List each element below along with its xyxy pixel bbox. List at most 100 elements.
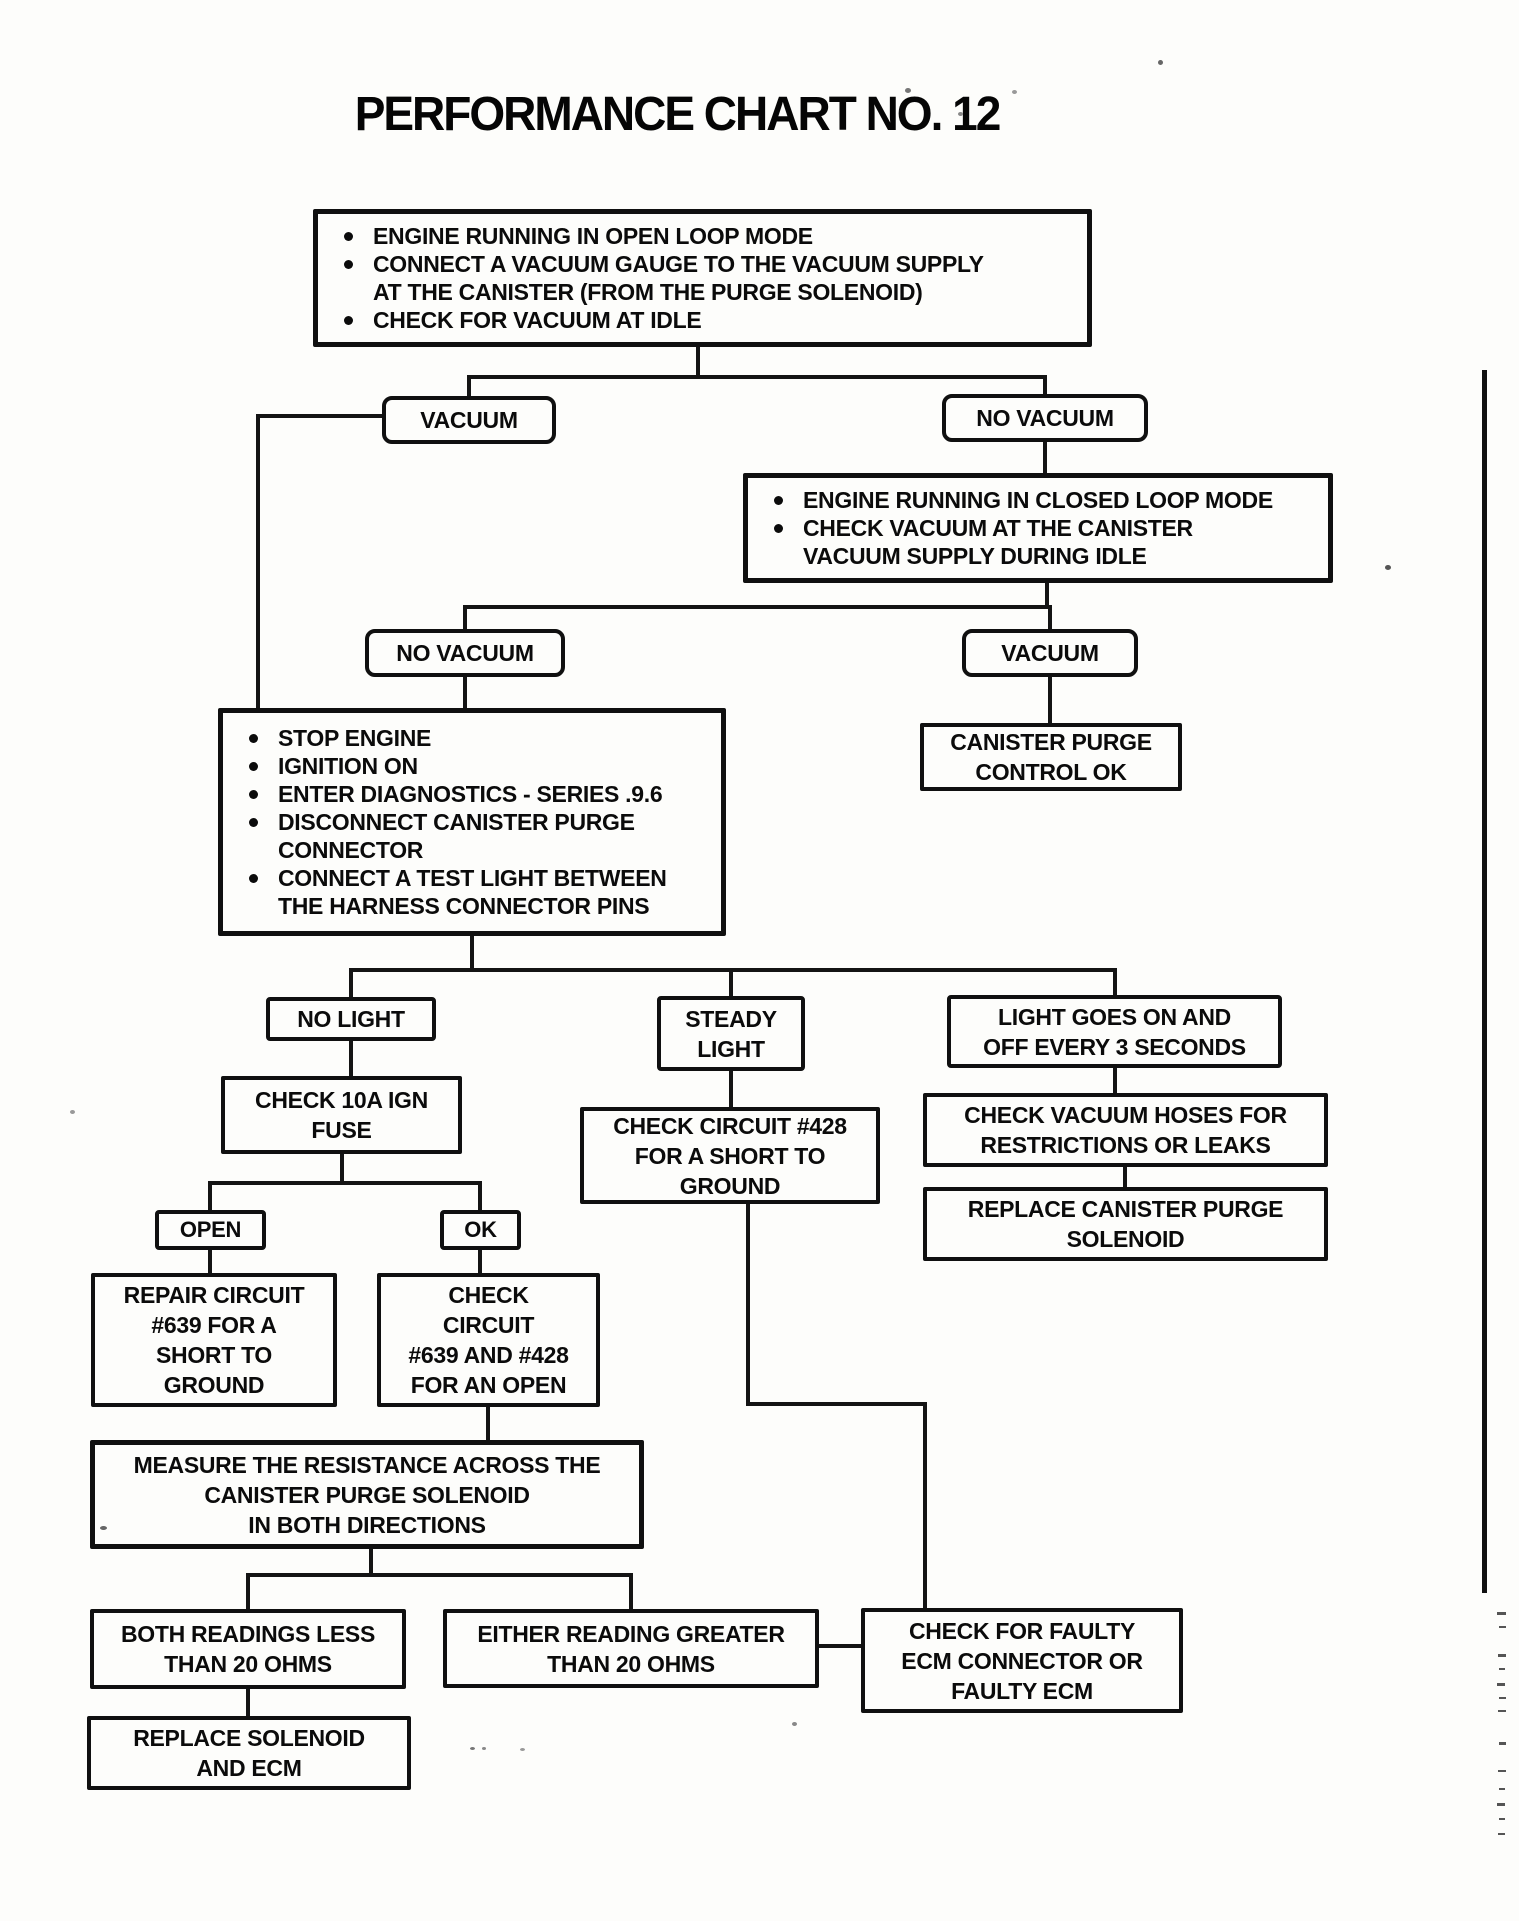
bullet-dot-icon (249, 874, 258, 883)
bullet-text: CONNECT A TEST LIGHT BETWEEN THE HARNESS… (278, 865, 667, 919)
bullet-text: ENGINE RUNNING IN CLOSED LOOP MODE (803, 487, 1273, 513)
bullet-item: CHECK VACUUM AT THE CANISTER VACUUM SUPP… (774, 514, 1193, 570)
scan-artifact (1499, 1742, 1506, 1745)
bullet-item: DISCONNECT CANISTER PURGE CONNECTOR (249, 808, 635, 864)
connector (463, 675, 467, 712)
connector (470, 934, 474, 972)
bullet-text: ENTER DIAGNOSTICS - SERIES .9.6 (278, 781, 663, 807)
connector (246, 1687, 250, 1718)
bullet-item: CONNECT A VACUUM GAUGE TO THE VACUUM SUP… (344, 250, 984, 306)
connector (478, 1181, 482, 1212)
bullet-item: STOP ENGINE (249, 724, 431, 752)
connector (729, 968, 733, 998)
bullet-item: CONNECT A TEST LIGHT BETWEEN THE HARNESS… (249, 864, 667, 920)
connector (467, 375, 1047, 379)
bullet-dot-icon (249, 790, 258, 799)
node-vacuum-result-1: VACUUM (382, 396, 556, 444)
connector (369, 1547, 373, 1577)
scan-artifact (1499, 1697, 1506, 1699)
scan-artifact (1499, 1626, 1506, 1628)
bullet-item: ENGINE RUNNING IN CLOSED LOOP MODE (774, 486, 1273, 514)
node-replace-canister-purge-solenoid: REPLACE CANISTER PURGE SOLENOID (923, 1187, 1328, 1261)
bullet-dot-icon (249, 762, 258, 771)
bullet-dot-icon (774, 496, 783, 505)
scan-speck (482, 1747, 486, 1750)
scan-artifact (1497, 1612, 1506, 1615)
scan-speck (1385, 565, 1391, 570)
bullet-item: ENGINE RUNNING IN OPEN LOOP MODE (344, 222, 813, 250)
node-measure-resistance: MEASURE THE RESISTANCE ACROSS THE CANIST… (90, 1440, 644, 1549)
scan-speck (1158, 60, 1163, 65)
connector (696, 347, 700, 379)
node-repair-circuit-639: REPAIR CIRCUIT #639 FOR A SHORT TO GROUN… (91, 1273, 337, 1407)
bullet-text: IGNITION ON (278, 753, 418, 779)
node-vacuum-result-2: VACUUM (962, 629, 1138, 677)
connector (349, 1039, 353, 1078)
scan-artifact (1498, 1770, 1506, 1772)
bullet-text: CHECK FOR VACUUM AT IDLE (373, 307, 702, 333)
bullet-dot-icon (249, 818, 258, 827)
node-fuse-ok-result: OK (440, 1210, 521, 1250)
page-title: PERFORMANCE CHART NO. 12 (354, 85, 1002, 141)
connector (1045, 581, 1049, 609)
scan-artifact (1499, 1788, 1505, 1790)
scan-artifact (1498, 1710, 1506, 1712)
connector (923, 1402, 927, 1610)
scan-artifact (1499, 1818, 1505, 1820)
connector (1113, 968, 1117, 997)
connector (256, 414, 386, 418)
connector (478, 1248, 482, 1275)
connector (467, 375, 471, 398)
scan-artifact (1497, 1683, 1505, 1686)
connector (1048, 675, 1052, 725)
connector (340, 1152, 344, 1185)
node-check-vacuum-hoses: CHECK VACUUM HOSES FOR RESTRICTIONS OR L… (923, 1093, 1328, 1167)
connector (629, 1573, 633, 1611)
scan-artifact (1498, 1654, 1506, 1657)
scan-speck (905, 88, 911, 93)
scan-artifact (1497, 1803, 1505, 1806)
scan-artifact (1499, 1668, 1505, 1670)
scan-speck (470, 1747, 475, 1750)
bullet-dot-icon (344, 260, 353, 269)
node-no-vacuum-result-2: NO VACUUM (365, 629, 565, 677)
bullet-dot-icon (344, 232, 353, 241)
connector (729, 1069, 733, 1109)
connector (486, 1405, 490, 1442)
bullet-dot-icon (344, 316, 353, 325)
connector (1043, 375, 1047, 396)
connector (746, 1202, 750, 1406)
connector (349, 968, 1117, 972)
connector (256, 414, 260, 712)
connector (1123, 1165, 1127, 1189)
connector (349, 968, 353, 999)
node-no-vacuum-result-1: NO VACUUM (942, 394, 1148, 442)
bullet-dot-icon (774, 524, 783, 533)
scan-speck (100, 1526, 107, 1530)
bullet-item: ENTER DIAGNOSTICS - SERIES .9.6 (249, 780, 663, 808)
scan-speck (1012, 90, 1017, 94)
scan-artifact (1498, 1833, 1505, 1835)
node-no-light-result: NO LIGHT (266, 997, 436, 1041)
connector (463, 605, 467, 631)
connector (463, 605, 1049, 609)
node-light-blinks-result: LIGHT GOES ON AND OFF EVERY 3 SECONDS (947, 995, 1282, 1068)
bullet-item: CHECK FOR VACUUM AT IDLE (344, 306, 702, 334)
bullet-text: ENGINE RUNNING IN OPEN LOOP MODE (373, 223, 813, 249)
node-fuse-open-result: OPEN (155, 1210, 266, 1250)
scan-speck (792, 1722, 797, 1726)
node-canister-purge-control-ok: CANISTER PURGE CONTROL OK (920, 723, 1182, 791)
connector (1048, 605, 1052, 631)
node-both-readings-less: BOTH READINGS LESS THAN 20 OHMS (90, 1609, 406, 1689)
connector (208, 1181, 482, 1185)
node-check-circuit-639-428: CHECK CIRCUIT #639 AND #428 FOR AN OPEN (377, 1273, 600, 1407)
connector (817, 1644, 863, 1648)
connector (1113, 1066, 1117, 1095)
scan-speck (520, 1748, 525, 1751)
bullet-text: CHECK VACUUM AT THE CANISTER VACUUM SUPP… (803, 515, 1193, 569)
node-check-faulty-ecm: CHECK FOR FAULTY ECM CONNECTOR OR FAULTY… (861, 1608, 1183, 1713)
